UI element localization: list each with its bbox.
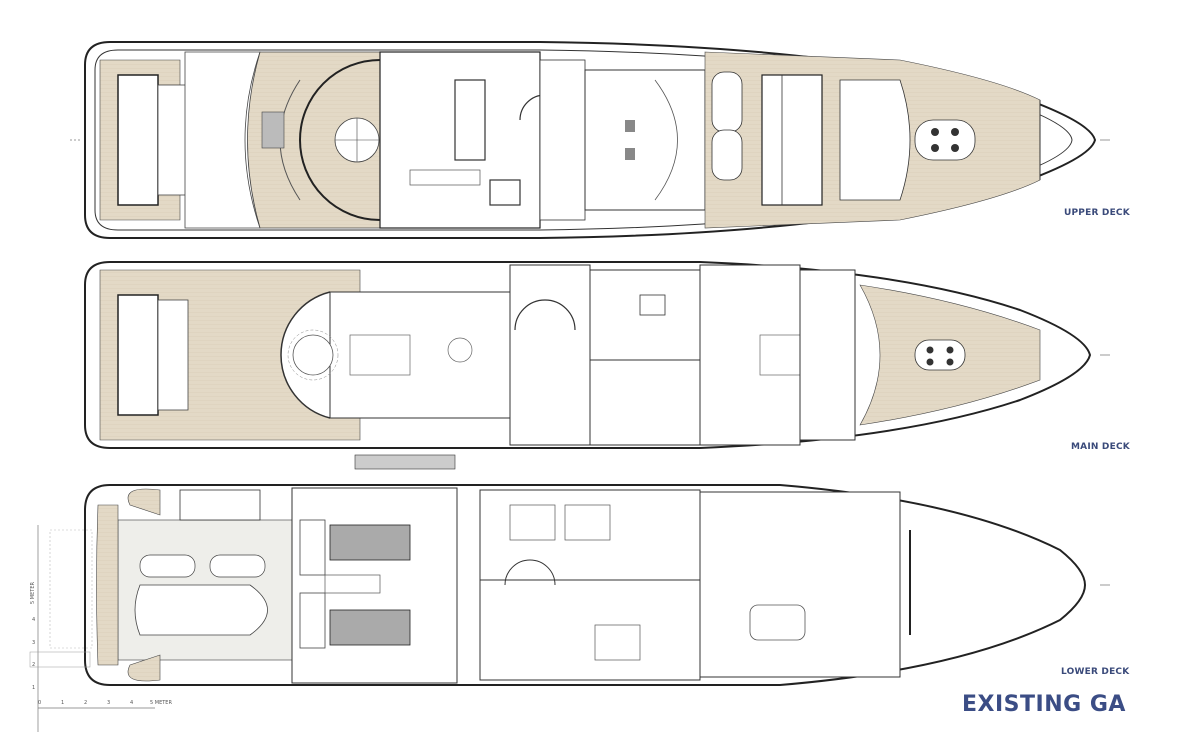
lower-deck-label: LOWER DECK <box>1061 667 1130 677</box>
upper-deck-plan <box>70 41 1110 239</box>
scale-tick-h2: 2 <box>84 700 88 706</box>
scale-tick-v2: 2 <box>32 662 36 668</box>
page-title: EXISTING GA <box>962 692 1126 717</box>
scale-tick-h0: 0 <box>38 700 42 706</box>
main-deck-label: MAIN DECK <box>1071 442 1130 452</box>
scale-tick-v5: 5 METER <box>29 582 36 604</box>
scale-tick-v3: 3 <box>32 640 36 646</box>
scale-tick-h3: 3 <box>107 700 111 706</box>
scale-tick-v1: 1 <box>32 685 36 691</box>
scale-tick-v4: 4 <box>32 617 36 623</box>
scale-tick-h4: 4 <box>130 700 134 706</box>
scale-tick-h1: 1 <box>61 700 65 706</box>
main-deck-plan <box>84 261 1110 470</box>
upper-deck-label: UPPER DECK <box>1064 208 1130 218</box>
scale-tick-h5: 5 METER <box>150 700 172 706</box>
